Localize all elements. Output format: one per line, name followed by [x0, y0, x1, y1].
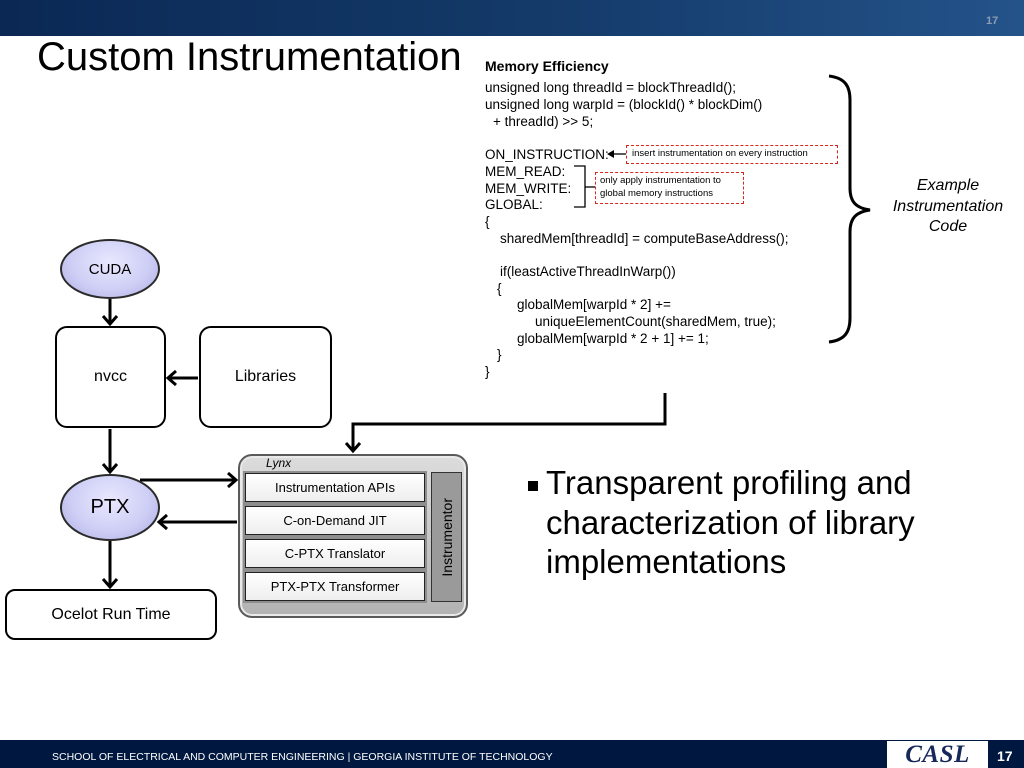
memory-bracket — [574, 165, 586, 208]
arrow-nvcc-to-ptx-head — [101, 463, 119, 475]
slide-title: Custom Instrumentation — [37, 35, 462, 79]
lynx-component-c-ptx-translator: C-PTX Translator — [245, 539, 425, 568]
casl-logo-text: CASL — [905, 741, 970, 768]
code-line: if(leastActiveThreadInWarp()) — [500, 264, 676, 279]
node-cuda: CUDA — [60, 239, 160, 299]
code-line: globalMem[warpId * 2] += — [517, 297, 671, 312]
code-line: } — [485, 364, 490, 379]
curly-brace — [828, 74, 871, 344]
arrow-ptx-to-ocelot-head — [101, 578, 119, 590]
code-line: unsigned long threadId = blockThreadId()… — [485, 80, 737, 95]
connector-code-to-lynx — [351, 393, 667, 450]
code-line: MEM_WRITE: — [485, 181, 572, 196]
connector-code-to-lynx-head — [344, 442, 362, 454]
arrow-libraries-to-nvcc-head — [165, 369, 177, 387]
arrow-lynx-to-ptx-head — [156, 513, 168, 531]
node-ptx-label: PTX — [90, 496, 130, 518]
node-ptx: PTX — [60, 474, 160, 541]
lynx-component-instrumentation-apis: Instrumentation APIs — [245, 473, 425, 502]
code-line: GLOBAL: — [485, 197, 543, 212]
casl-logo: CASL — [887, 741, 988, 768]
header-page-number: 17 — [986, 15, 999, 27]
bullet-square-icon — [528, 481, 538, 491]
node-ocelot-runtime-label: Ocelot Run Time — [51, 605, 171, 623]
lynx-component-c-on-demand-jit: C-on-Demand JIT — [245, 506, 425, 535]
code-line: } — [497, 347, 502, 362]
arrow-ptx-to-lynx-head — [227, 471, 239, 489]
bullet-text-line: characterization of library — [546, 503, 915, 541]
brace-label-line: Example — [916, 177, 980, 194]
code-line: { — [497, 281, 502, 296]
code-line: { — [485, 214, 490, 229]
code-line: MEM_READ: — [485, 164, 566, 179]
node-cuda-label: CUDA — [88, 260, 132, 278]
bullet-text-line: implementations — [546, 543, 787, 580]
arrow-cuda-to-nvcc-head — [101, 315, 119, 327]
brace-label: Example Instrumentation Code — [880, 176, 1016, 238]
code-line: ON_INSTRUCTION: — [485, 147, 609, 162]
node-libraries-label: Libraries — [234, 368, 297, 385]
lynx-component-ptx-ptx-transformer: PTX-PTX Transformer — [245, 572, 425, 601]
footer-institution: SCHOOL OF ELECTRICAL AND COMPUTER ENGINE… — [52, 751, 553, 763]
code-line: uniqueElementCount(sharedMem, true); — [535, 314, 776, 329]
node-ocelot-runtime: Ocelot Run Time — [5, 589, 217, 640]
code-heading: Memory Efficiency — [485, 58, 609, 74]
code-line: sharedMem[threadId] = computeBaseAddress… — [500, 231, 789, 246]
lynx-instrumentor: Instrumentor — [431, 472, 462, 602]
code-line: + threadId) >> 5; — [493, 114, 594, 129]
header-bar — [0, 0, 1024, 36]
bullet-text-line: Transparent profiling and — [546, 464, 912, 501]
lynx-instrumentor-label: Instrumentor — [438, 497, 455, 577]
code-line: unsigned long warpId = (blockId() * bloc… — [485, 97, 763, 112]
brace-label-line: Code — [928, 218, 968, 235]
node-nvcc: nvcc — [55, 326, 166, 428]
node-nvcc-label: nvcc — [94, 368, 127, 385]
footer-bar — [0, 740, 1024, 768]
lynx-label: Lynx — [266, 456, 292, 470]
callout-global-memory-line: only apply instrumentation to — [600, 175, 721, 186]
node-libraries: Libraries — [199, 326, 332, 428]
bullet-text: Transparent profiling and characterizati… — [546, 463, 915, 582]
code-line: globalMem[warpId * 2 + 1] += 1; — [517, 331, 709, 346]
callout-global-memory-line: global memory instructions — [600, 187, 713, 199]
callout-global-memory: only apply instrumentation to global mem… — [595, 172, 744, 204]
footer-page-number: 17 — [997, 748, 1013, 764]
callout-every-instruction: insert instrumentation on every instruct… — [626, 145, 838, 164]
brace-label-line: Instrumentation — [892, 197, 1004, 215]
